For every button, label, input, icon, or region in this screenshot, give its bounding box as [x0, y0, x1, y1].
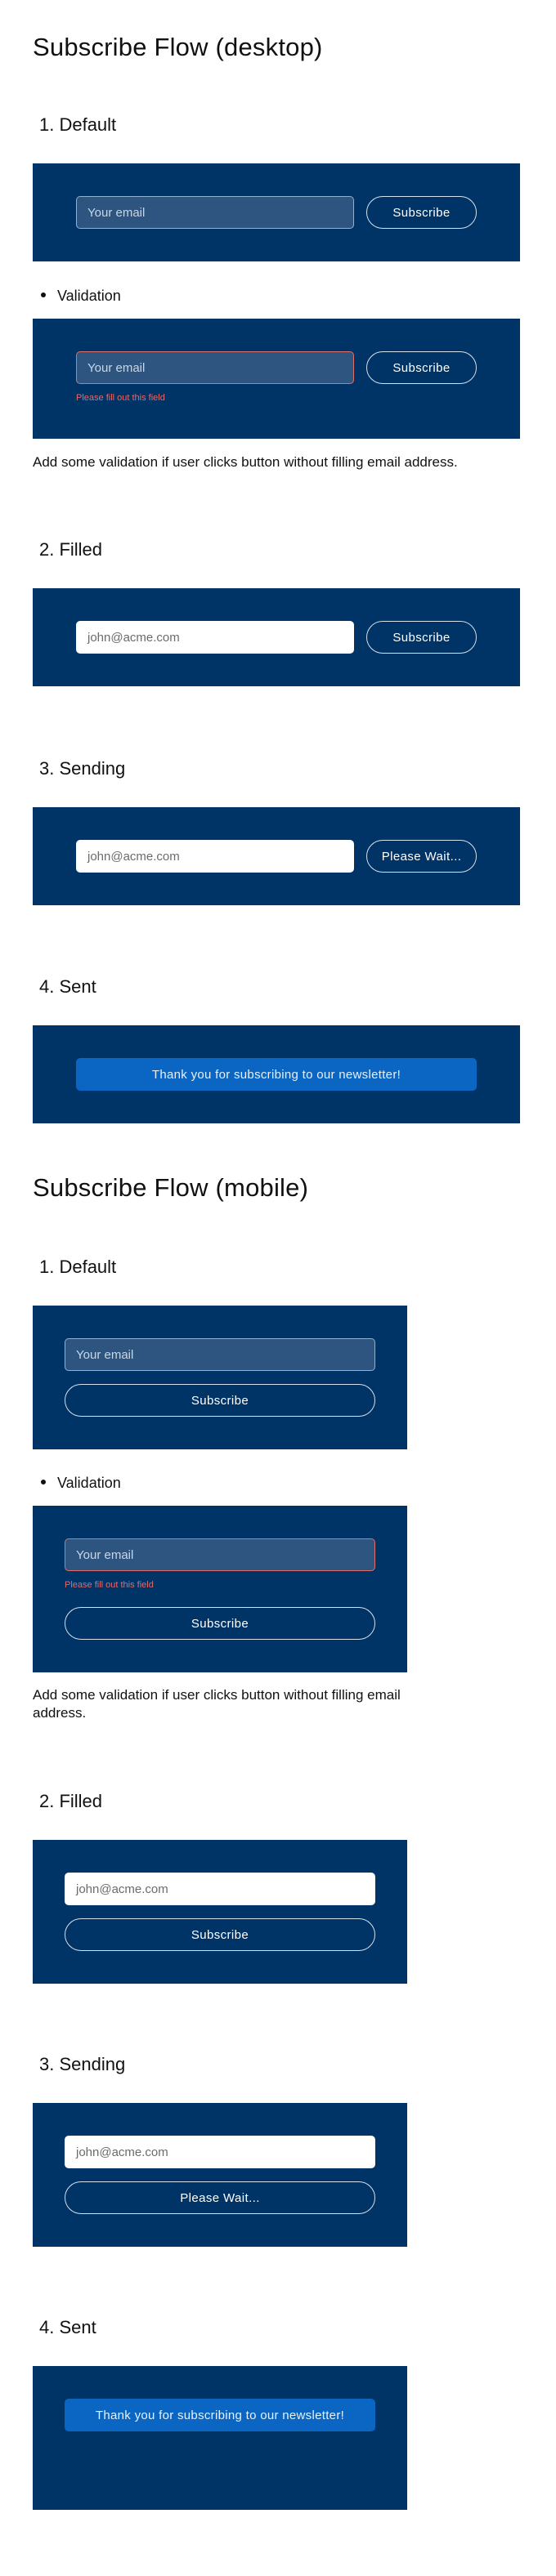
mobile-validation-note: Add some validation if user clicks butto…	[33, 1687, 401, 1721]
mobile-validation-heading: Validation	[41, 1475, 121, 1492]
desktop-flow-title: Subscribe Flow (desktop)	[33, 33, 323, 61]
mobile-validation-subscribe-button[interactable]: Subscribe	[65, 1607, 375, 1640]
mobile-default-heading: 1. Default	[39, 1257, 117, 1277]
bullet-dot	[41, 1480, 46, 1485]
mobile-validation-heading-label: Validation	[57, 1475, 121, 1491]
mobile-flow-title: Subscribe Flow (mobile)	[33, 1173, 309, 1202]
desktop-validation-note: Add some validation if user clicks butto…	[33, 454, 458, 470]
mobile-sent-heading: 4. Sent	[39, 2317, 96, 2337]
desktop-sent-thanks-message: Thank you for subscribing to our newslet…	[76, 1058, 477, 1091]
desktop-default-subscribe-button[interactable]: Subscribe	[366, 196, 477, 229]
desktop-sent-heading: 4. Sent	[39, 976, 96, 997]
mobile-sending-email-input[interactable]: john@acme.com	[65, 2136, 375, 2168]
desktop-filled-heading: 2. Filled	[39, 539, 103, 560]
desktop-validation-heading: Validation	[41, 288, 121, 305]
mobile-sending-panel: john@acme.com Please Wait...	[33, 2103, 407, 2247]
desktop-validation-email-input[interactable]: Your email	[76, 351, 354, 384]
desktop-filled-email-input[interactable]: john@acme.com	[76, 621, 354, 654]
mobile-filled-panel: john@acme.com Subscribe	[33, 1840, 407, 1984]
desktop-sending-email-input[interactable]: john@acme.com	[76, 840, 354, 873]
desktop-default-panel: Your email Subscribe	[33, 163, 520, 261]
desktop-default-heading: 1. Default	[39, 114, 117, 135]
bullet-dot	[41, 292, 46, 298]
mobile-sending-wait-button[interactable]: Please Wait...	[65, 2181, 375, 2214]
desktop-filled-subscribe-button[interactable]: Subscribe	[366, 621, 477, 654]
desktop-validation-panel: Your email Please fill out this field Su…	[33, 319, 520, 439]
desktop-filled-panel: john@acme.com Subscribe	[33, 588, 520, 686]
mobile-sent-thanks-message: Thank you for subscribing to our newslet…	[65, 2399, 375, 2431]
mobile-default-subscribe-button[interactable]: Subscribe	[65, 1384, 375, 1417]
desktop-default-email-input[interactable]: Your email	[76, 196, 354, 229]
mobile-validation-error-text: Please fill out this field	[65, 1580, 154, 1590]
mobile-sent-panel: Thank you for subscribing to our newslet…	[33, 2366, 407, 2510]
mobile-sending-heading: 3. Sending	[39, 2054, 126, 2074]
mobile-filled-heading: 2. Filled	[39, 1791, 103, 1811]
mobile-default-email-input[interactable]: Your email	[65, 1338, 375, 1371]
desktop-sending-panel: john@acme.com Please Wait...	[33, 807, 520, 905]
desktop-sending-heading: 3. Sending	[39, 758, 126, 779]
desktop-sending-wait-button[interactable]: Please Wait...	[366, 840, 477, 873]
desktop-sent-panel: Thank you for subscribing to our newslet…	[33, 1025, 520, 1123]
mobile-validation-panel: Your email Please fill out this field Su…	[33, 1506, 407, 1672]
mobile-filled-subscribe-button[interactable]: Subscribe	[65, 1918, 375, 1951]
desktop-validation-subscribe-button[interactable]: Subscribe	[366, 351, 477, 384]
mobile-validation-email-input[interactable]: Your email	[65, 1538, 375, 1571]
desktop-validation-heading-label: Validation	[57, 288, 121, 304]
mobile-default-panel: Your email Subscribe	[33, 1306, 407, 1449]
mobile-filled-email-input[interactable]: john@acme.com	[65, 1873, 375, 1905]
desktop-validation-error-text: Please fill out this field	[76, 393, 165, 403]
